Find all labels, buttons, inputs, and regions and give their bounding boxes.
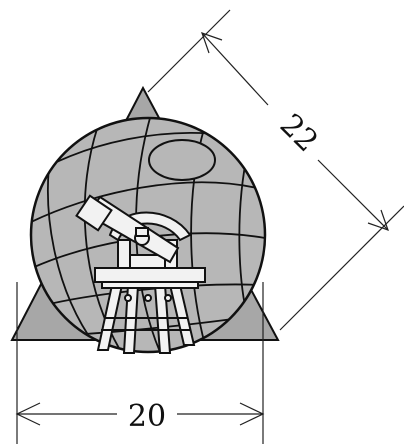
extension-line-top bbox=[147, 9, 231, 93]
arrow-top bbox=[201, 32, 223, 54]
side-label: 22 bbox=[273, 107, 325, 159]
grid-line-5 bbox=[69, 317, 241, 336]
surveying-instrument bbox=[75, 194, 206, 354]
dimension-line-lower bbox=[317, 159, 389, 231]
extension-line-bottom bbox=[279, 205, 404, 331]
globe-patch bbox=[148, 139, 216, 181]
width-label: 20 bbox=[128, 399, 166, 434]
arrow-left bbox=[15, 402, 41, 426]
width-dimension bbox=[15, 282, 265, 444]
tripod-head bbox=[94, 267, 206, 283]
arrow-bottom bbox=[367, 209, 389, 231]
arrow-right bbox=[239, 402, 265, 426]
dimension-line-upper bbox=[201, 32, 269, 106]
grid-line-4 bbox=[44, 283, 261, 306]
grid-line-2 bbox=[31, 181, 265, 226]
side-dimension bbox=[147, 9, 404, 331]
